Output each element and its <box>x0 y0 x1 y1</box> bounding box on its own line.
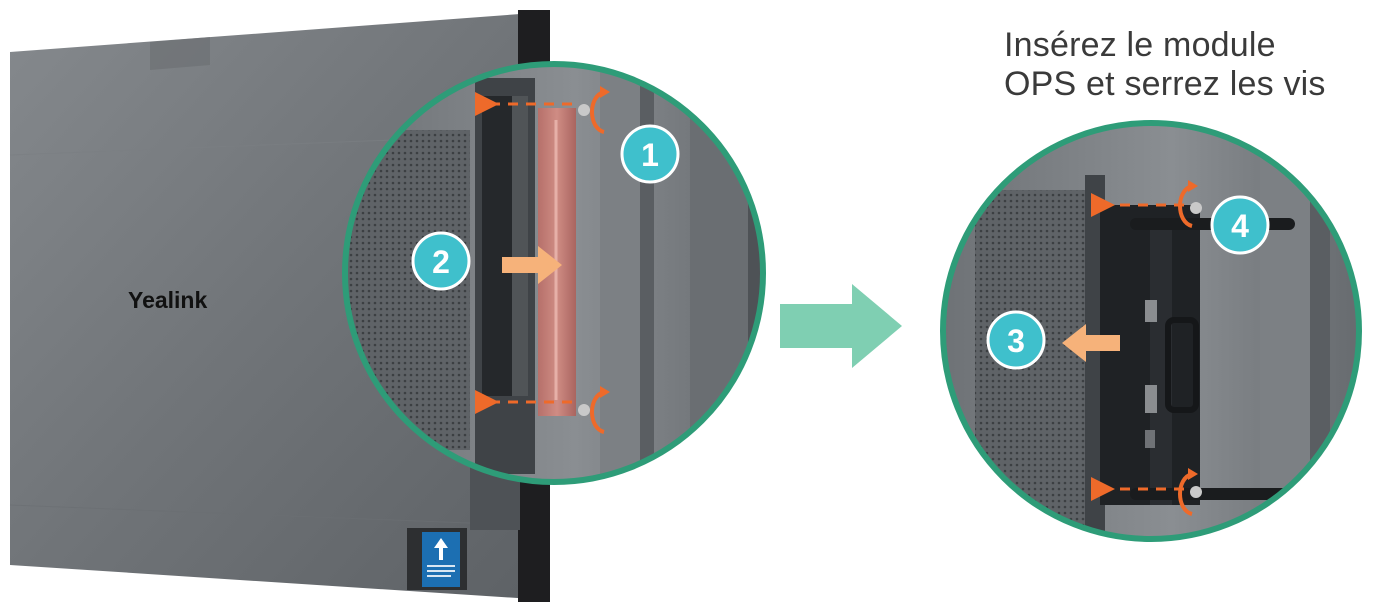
up-arrow-icon <box>434 538 448 560</box>
zoom-circle-step1-2 <box>342 61 766 485</box>
step-badge-4: 4 <box>1210 195 1270 255</box>
zoom-circle-border <box>342 61 766 485</box>
step-number-1: 1 <box>641 137 659 173</box>
screw-rotate-icon <box>1178 180 1198 228</box>
zoom-circle-border <box>940 120 1362 542</box>
transition-arrow-icon <box>780 284 902 368</box>
step-number-4: 4 <box>1231 208 1249 244</box>
step-number-2: 2 <box>432 244 450 280</box>
step-number-3: 3 <box>1007 323 1025 359</box>
step-badge-1: 1 <box>620 124 680 184</box>
screw-rotate-icon <box>590 86 610 134</box>
screw-bottom <box>1190 486 1202 498</box>
step-badge-3: 3 <box>986 310 1046 370</box>
push-arrow-icon <box>1062 324 1120 362</box>
step-badge-2: 2 <box>411 231 471 291</box>
ops-handle <box>1165 317 1199 413</box>
instruction-line-2: OPS et serrez les vis <box>1004 65 1326 103</box>
screw-rotate-icon <box>590 386 610 434</box>
push-arrow-icon <box>502 246 562 284</box>
screw-rotate-icon <box>1178 468 1198 516</box>
instruction-line-1: Insérez le module <box>1004 26 1276 64</box>
instruction-caption: Insérez le module OPS et serrez les vis <box>1004 26 1364 104</box>
screw-top <box>578 104 590 116</box>
brand-logo: Yealink <box>128 287 207 313</box>
screw-bottom <box>578 404 590 416</box>
ops-module <box>1100 205 1200 505</box>
orientation-label <box>407 528 467 590</box>
screw-top <box>1190 202 1202 214</box>
